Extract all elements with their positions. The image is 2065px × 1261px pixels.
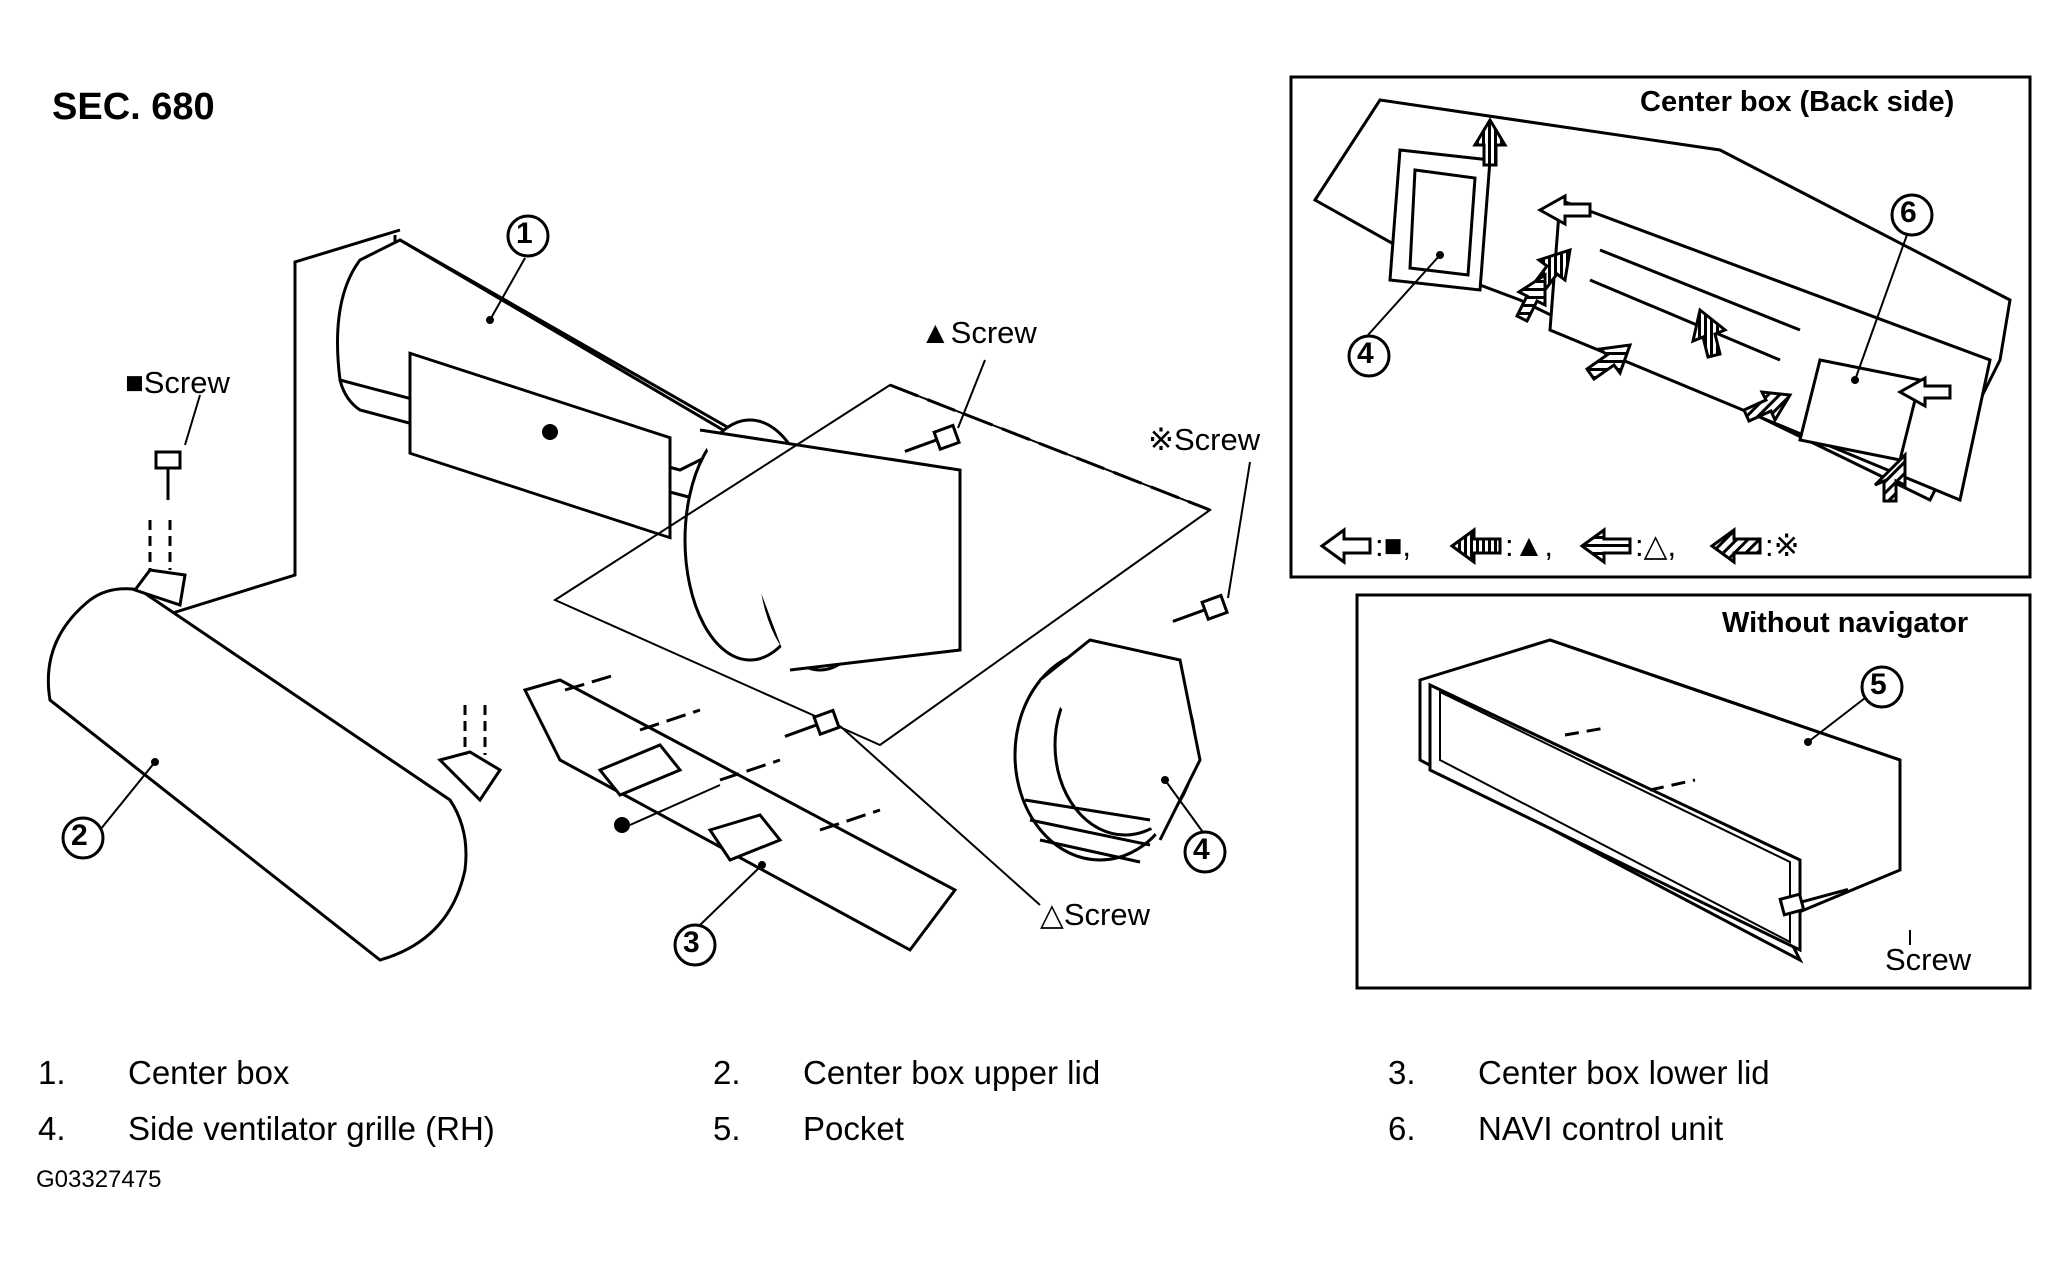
legend-item-3: 3.Center box lower lid bbox=[1388, 1054, 1770, 1091]
legend-item-1: 1.Center box bbox=[38, 1054, 290, 1091]
legend-item-2: 2.Center box upper lid bbox=[713, 1054, 1101, 1091]
section-title: SEC. 680 bbox=[52, 86, 215, 128]
arrow-key-symbol-4: :※ bbox=[1765, 528, 1800, 563]
screw-drawings bbox=[154, 359, 1251, 906]
callout-2: 2 bbox=[71, 819, 88, 852]
callout-4-back-side: 4 bbox=[1357, 337, 1374, 370]
legend-item-4: 4.Side ventilator grille (RH) bbox=[38, 1110, 495, 1147]
arrow-key-symbol-2: :▲, bbox=[1505, 528, 1553, 563]
without-navigator-panel-title: Without navigator bbox=[1722, 607, 1969, 639]
pocket-drawing bbox=[1418, 638, 1902, 964]
callout-3: 3 bbox=[683, 926, 700, 959]
center-box-drawing bbox=[149, 228, 1213, 747]
side-ventilator-grille-drawing bbox=[1013, 638, 1202, 864]
legend-item-5: 5.Pocket bbox=[713, 1110, 904, 1147]
screw-label-reference-mark: ※Screw bbox=[1148, 422, 1261, 457]
leader-lines bbox=[99, 257, 1206, 926]
callout-4: 4 bbox=[1193, 833, 1210, 866]
callout-1: 1 bbox=[516, 217, 533, 250]
back-side-leaders bbox=[1367, 231, 1909, 384]
legend-item-6: 6.NAVI control unit bbox=[1388, 1110, 1724, 1147]
arrow-key-symbol-1: :■, bbox=[1375, 528, 1411, 563]
screw-label-square: ■Screw bbox=[125, 365, 230, 400]
diagonal-hatched-arrow-icon bbox=[1709, 527, 1762, 565]
figure-code: G03327475 bbox=[36, 1166, 162, 1193]
screw-label-plain: Screw bbox=[1885, 942, 1972, 977]
screw-label-filled-triangle: ▲Screw bbox=[920, 315, 1037, 350]
dense-hatched-arrow-icon bbox=[1449, 527, 1502, 565]
arrow-key-symbol-3: :△, bbox=[1635, 528, 1677, 563]
back-side-panel-title: Center box (Back side) bbox=[1640, 86, 1955, 118]
back-side-drawing bbox=[1312, 98, 2012, 503]
center-box-upper-lid-drawing bbox=[46, 520, 503, 962]
screw-label-open-triangle: △Screw bbox=[1040, 897, 1150, 932]
callout-5: 5 bbox=[1870, 668, 1887, 701]
center-box-lower-lid-drawing bbox=[522, 673, 958, 952]
medium-hatched-arrow-icon bbox=[1579, 527, 1632, 565]
callout-circles bbox=[61, 193, 1934, 967]
callout-6: 6 bbox=[1900, 196, 1917, 229]
white-arrow-icon bbox=[1319, 527, 1372, 565]
arrow-key-glyphs bbox=[1319, 527, 1762, 565]
